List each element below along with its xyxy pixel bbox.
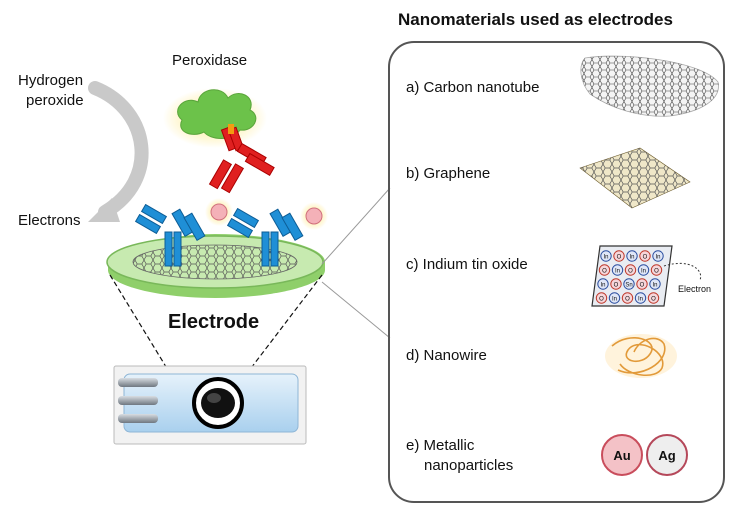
hydrogen-peroxide-line1: Hydrogen <box>18 72 84 89</box>
item-indium-tin-oxide: c) Indium tin oxide <box>406 256 528 273</box>
antigen-particle <box>300 202 328 230</box>
ito-atom <box>608 292 621 304</box>
screen-printed-electrode-chip <box>113 365 307 445</box>
ito-atom <box>652 250 664 262</box>
ito-atom-label: O <box>625 297 630 303</box>
antigen-particle <box>205 198 233 226</box>
item-carbon-nanotube: a) Carbon nanotube <box>406 79 540 96</box>
ito-atom-label: O <box>628 269 633 275</box>
peroxidase-enzyme <box>163 88 267 148</box>
ito-atom-label: O <box>651 297 656 303</box>
ito-atom-label: O <box>617 255 622 261</box>
ito-atom-label: Sn <box>625 283 632 289</box>
capture-antibody-right <box>226 207 304 267</box>
ito-atom-label: In <box>600 283 605 289</box>
ito-atom-label: O <box>614 283 619 289</box>
ito-atom-label: O <box>640 283 645 289</box>
nanomaterials-panel <box>388 41 725 503</box>
item-nanowire: d) Nanowire <box>406 347 487 364</box>
ag-label: Ag <box>658 448 675 463</box>
graphene-image <box>579 147 691 209</box>
secondary-antibody <box>208 126 275 194</box>
ito-atom <box>610 278 622 290</box>
ito-atom-label: In <box>638 297 643 303</box>
ito-atom-label: In <box>603 255 608 261</box>
ito-atom <box>626 250 638 262</box>
ito-atom <box>636 278 648 290</box>
ito-atom-label: O <box>599 297 604 303</box>
electrode-disk <box>106 234 325 298</box>
ito-atom-label: In <box>652 283 657 289</box>
ito-atom <box>649 278 661 290</box>
ito-atom <box>621 292 634 304</box>
ito-atom <box>600 250 612 262</box>
silver-nanoparticle: Ag <box>646 434 688 476</box>
item-graphene: b) Graphene <box>406 165 491 182</box>
ito-atom <box>624 264 637 276</box>
ito-atom <box>598 264 611 276</box>
panel-title: Nanomaterials used as electrodes <box>398 10 673 29</box>
ito-atom <box>637 264 650 276</box>
carbon-nanotube-image <box>580 55 719 117</box>
ito-atom <box>597 278 609 290</box>
ito-atom <box>650 264 663 276</box>
electrode-label: Electrode <box>168 311 260 333</box>
hydrogen-peroxide-label: Hydrogen peroxide <box>18 71 84 111</box>
capture-antibody-left <box>134 203 206 267</box>
callout-line-bottom <box>321 281 391 339</box>
ito-atom <box>613 250 625 262</box>
item-metallic-line1: e) Metallic <box>406 437 475 454</box>
ito-atom-label: In <box>615 269 620 275</box>
electrons-label: Electrons <box>18 212 81 229</box>
ito-atom <box>611 264 624 276</box>
ito-atom <box>634 292 647 304</box>
item-metallic-line2: nanoparticles <box>424 457 514 474</box>
peroxidase-label: Peroxidase <box>172 52 248 69</box>
au-label: Au <box>613 448 630 463</box>
ito-atom-label: O <box>602 269 607 275</box>
hydrogen-peroxide-line2: peroxide <box>26 92 84 109</box>
ito-electron-label: Electron <box>678 284 711 294</box>
ito-atom <box>647 292 660 304</box>
ito-atom-label: In <box>629 255 634 261</box>
item-metallic-nanoparticles: e) Metallic nanoparticles <box>406 436 513 476</box>
ito-atom-label: In <box>641 269 646 275</box>
ito-atom <box>639 250 651 262</box>
gold-nanoparticle: Au <box>601 434 643 476</box>
ito-atom-label: O <box>643 255 648 261</box>
ito-atom-label: In <box>655 255 660 261</box>
ito-atom <box>623 278 635 290</box>
conversion-arrow <box>88 81 149 219</box>
ito-atom <box>595 292 608 304</box>
callout-line-top <box>321 187 391 265</box>
conversion-arrowhead <box>88 198 120 222</box>
ito-atom-label: In <box>612 297 617 303</box>
ito-atom-label: O <box>654 269 659 275</box>
nanowire-image <box>605 334 677 378</box>
